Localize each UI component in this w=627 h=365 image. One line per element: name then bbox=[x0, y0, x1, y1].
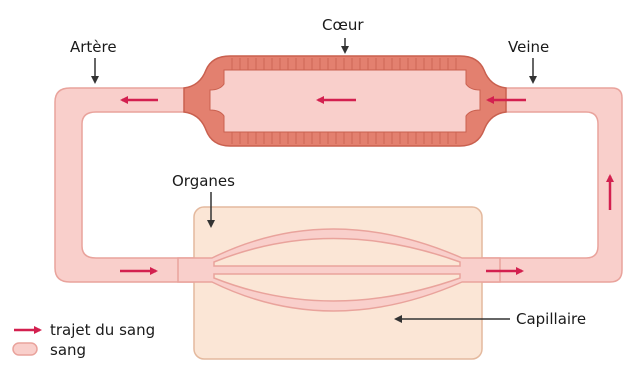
label-artere: Artère bbox=[70, 38, 117, 56]
label-capillaire: Capillaire bbox=[516, 310, 586, 328]
legend-flow-label: trajet du sang bbox=[50, 321, 155, 339]
label-coeur: Cœur bbox=[322, 16, 364, 34]
label-veine: Veine bbox=[508, 38, 549, 56]
label-organes: Organes bbox=[172, 172, 235, 190]
legend: trajet du sang sang bbox=[13, 321, 155, 359]
blood-swatch-icon bbox=[13, 343, 37, 355]
legend-blood-label: sang bbox=[50, 341, 86, 359]
